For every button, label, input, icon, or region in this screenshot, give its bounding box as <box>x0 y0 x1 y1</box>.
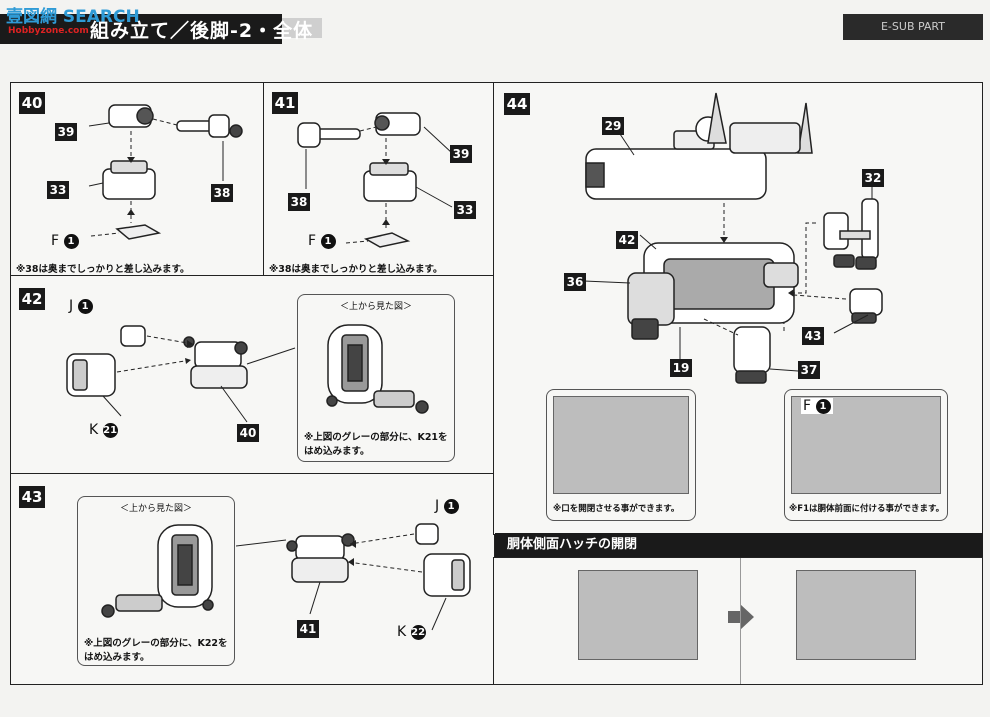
top-view-box: ＜上から見た図＞ ※上図のグレーの部分に、K21をはめ込みます。 <box>297 294 455 462</box>
part-f1-ref: F 1 <box>801 398 833 414</box>
step-43-panel: 43 ＜上から見た図＞ ※上図のグレーの部分に、K22をはめ込みます。 <box>10 473 495 685</box>
part-number-circle: 1 <box>63 233 79 249</box>
mouth-detail-box: ※口を開閉させる事ができます。 <box>546 389 696 521</box>
top-view-title: ＜上から見た図＞ <box>339 302 412 312</box>
part-f1-ref: F 1 <box>308 233 336 249</box>
step-43-drawing <box>236 523 471 631</box>
runner-k: K <box>89 422 99 438</box>
step-41-panel: 41 39 38 33 F 1 ※38は奥までしっかりと差し込みます。 <box>263 82 495 277</box>
step-42-panel: 42 J 1 K 21 40 ＜上から見た図＞ <box>10 275 495 475</box>
hatch-closed-photo <box>578 570 698 660</box>
part-38-label: 38 <box>288 193 310 211</box>
step-44-panel: 44 <box>493 82 983 535</box>
part-29-label: 29 <box>602 117 624 135</box>
title-bar-gray <box>282 18 322 38</box>
step-41-drawing <box>297 112 453 248</box>
title-bar <box>0 14 282 44</box>
runner-k: K <box>397 624 407 640</box>
part-39-label: 39 <box>55 123 77 141</box>
part-42-label: 42 <box>616 231 638 249</box>
part-j1-ref: J 1 <box>435 498 459 514</box>
step-number: 44 <box>504 93 530 115</box>
watermark-sub: Hobbyzone.com <box>8 26 89 36</box>
step-number: 40 <box>19 92 45 114</box>
runner-j: J <box>435 498 440 514</box>
top-view-note: ※上図のグレーの部分に、K21をはめ込みます。 <box>304 432 448 457</box>
step-40-drawing <box>88 104 243 240</box>
divider <box>740 558 741 684</box>
step-40-panel: 40 39 33 38 F 1 ※38は奥までしっかりと差し込みます。 <box>10 82 265 277</box>
part-43-label: 43 <box>802 327 824 345</box>
part-number-circle: 21 <box>102 422 118 438</box>
f1-note: ※F1は胴体前面に付ける事ができます。 <box>789 504 945 514</box>
part-40-label: 40 <box>237 424 259 442</box>
runner-f: F <box>308 233 317 249</box>
part-number-circle: 1 <box>443 498 459 514</box>
page-title: 組み立て／後脚-2・全体 <box>90 20 314 42</box>
part-number-circle: 22 <box>410 624 426 640</box>
step-44-drawing <box>583 92 883 384</box>
top-view-drawing <box>326 324 429 414</box>
hatch-section-title: 胴体側面ハッチの開閉 <box>495 533 983 557</box>
part-k21-ref: K 21 <box>89 422 118 438</box>
step-number: 42 <box>19 288 45 310</box>
part-f1-ref: F 1 <box>51 233 79 249</box>
f1-detail-box: F 1 ※F1は胴体前面に付ける事ができます。 <box>784 389 948 521</box>
step-42-drawing <box>66 325 296 423</box>
part-k22-ref: K 22 <box>397 624 426 640</box>
part-37-label: 37 <box>798 361 820 379</box>
step-note: ※38は奥までしっかりと差し込みます。 <box>16 264 190 275</box>
step-number: 43 <box>19 486 45 508</box>
part-33-label: 33 <box>47 181 69 199</box>
part-32-label: 32 <box>862 169 884 187</box>
top-view-title: ＜上から見た図＞ <box>119 504 192 514</box>
part-41-label: 41 <box>297 620 319 638</box>
top-view-drawing <box>101 524 214 618</box>
part-number-circle: 1 <box>815 398 831 414</box>
right-arrow-icon <box>728 604 754 630</box>
part-number-circle: 1 <box>77 298 93 314</box>
mouth-photo <box>553 396 689 494</box>
hatch-panel <box>493 557 983 685</box>
runner-f: F <box>51 233 60 249</box>
part-39-label: 39 <box>450 145 472 163</box>
part-38-label: 38 <box>211 184 233 202</box>
step-note: ※38は奥までしっかりと差し込みます。 <box>269 264 443 275</box>
part-number-circle: 1 <box>320 233 336 249</box>
runner-f: F <box>803 398 812 414</box>
part-36-label: 36 <box>564 273 586 291</box>
header-tab: E-SUB PART <box>843 14 983 40</box>
mouth-note: ※口を開閉させる事ができます。 <box>553 504 680 514</box>
page-header: 壹図網 SEARCH Hobbyzone.com 組み立て／後脚-2・全体 E-… <box>0 0 990 48</box>
hatch-open-photo <box>796 570 916 660</box>
watermark: 壹図網 SEARCH <box>6 7 140 27</box>
runner-j: J <box>69 298 74 314</box>
part-j1-ref: J 1 <box>69 298 93 314</box>
part-33-label: 33 <box>454 201 476 219</box>
top-view-box: ＜上から見た図＞ ※上図のグレーの部分に、K22をはめ込みます。 <box>77 496 235 666</box>
step-number: 41 <box>272 92 298 114</box>
top-view-note: ※上図のグレーの部分に、K22をはめ込みます。 <box>84 638 228 663</box>
part-19-label: 19 <box>670 359 692 377</box>
